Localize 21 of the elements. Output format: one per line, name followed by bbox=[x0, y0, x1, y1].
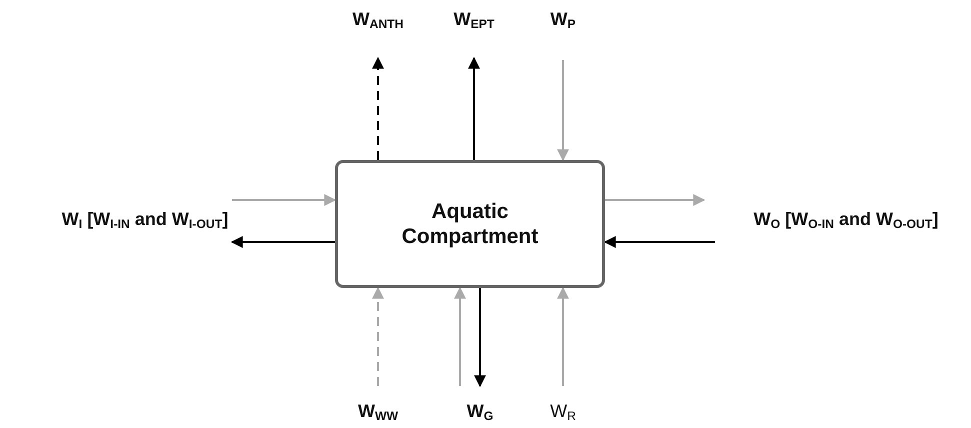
arrow bbox=[557, 286, 569, 386]
arrow bbox=[372, 56, 384, 160]
arrow bbox=[605, 194, 706, 206]
flow-label: W$_{R}$ bbox=[550, 400, 576, 424]
arrow bbox=[474, 288, 486, 388]
arrow bbox=[454, 286, 466, 386]
flow-label: W$_{P}$ bbox=[550, 8, 576, 32]
arrow bbox=[372, 286, 384, 386]
arrow bbox=[604, 236, 715, 248]
flow-label: W$_{ANTH}$ bbox=[352, 8, 404, 32]
arrow bbox=[557, 60, 569, 162]
arrow bbox=[468, 56, 480, 160]
box-title: Aquatic Compartment bbox=[400, 198, 540, 250]
flow-label: W$_{I}$ [W$_{I-IN}$ and W$_{I-OUT}$] bbox=[62, 208, 228, 232]
flow-label: W$_{WW}$ bbox=[358, 400, 398, 424]
arrow bbox=[232, 194, 336, 206]
flow-label: W$_{G}$ bbox=[466, 400, 494, 424]
process-box bbox=[335, 160, 605, 288]
flow-label: W$_{O}$ [W$_{O-IN}$ and W$_{O-OUT}$] bbox=[754, 208, 938, 232]
flow-label: W$_{EPT}$ bbox=[454, 8, 494, 32]
arrow bbox=[230, 236, 335, 248]
